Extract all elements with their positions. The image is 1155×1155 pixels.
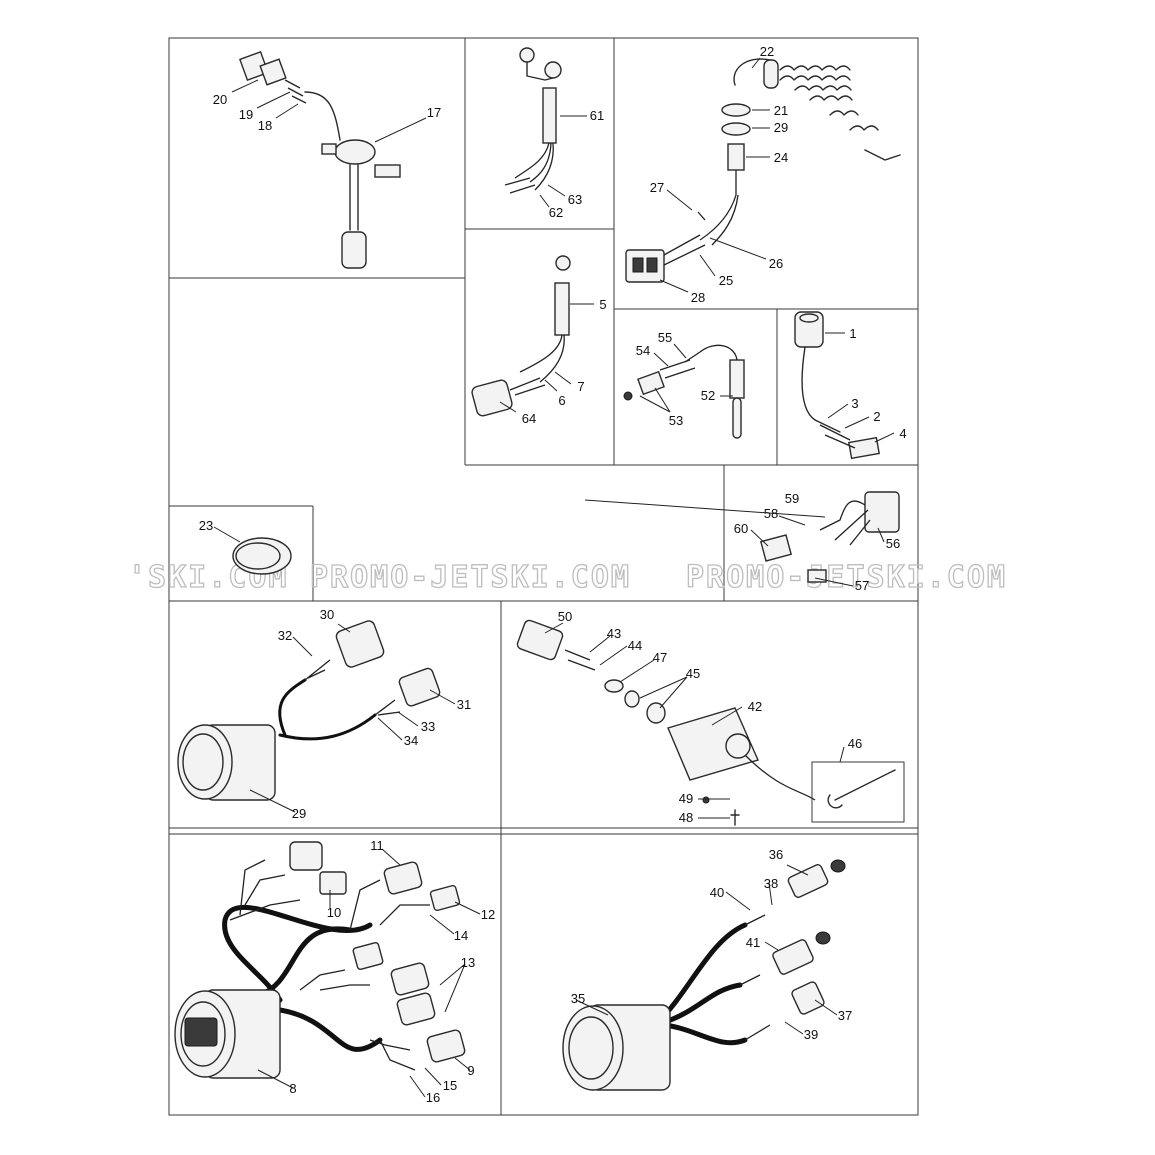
callout-45: 45 bbox=[686, 666, 700, 681]
callout-63: 63 bbox=[568, 192, 582, 207]
callout-21: 21 bbox=[774, 103, 788, 118]
gauge-29-illustration bbox=[177, 620, 441, 801]
callout-25: 25 bbox=[719, 273, 733, 288]
callout-12: 12 bbox=[481, 907, 495, 922]
callout-1: 1 bbox=[849, 326, 856, 341]
callout-3: 3 bbox=[851, 396, 858, 411]
callout-52: 52 bbox=[701, 388, 715, 403]
gauge-35-illustration bbox=[562, 859, 846, 1091]
callout-64: 64 bbox=[522, 411, 536, 426]
callout-4: 4 bbox=[899, 426, 906, 441]
callout-6: 6 bbox=[558, 393, 565, 408]
callout-48: 48 bbox=[679, 810, 693, 825]
callout-29-gauge: 29 bbox=[292, 806, 306, 821]
callout-57: 57 bbox=[855, 578, 869, 593]
callout-11: 11 bbox=[370, 838, 384, 853]
throttle-sensor-illustration bbox=[516, 619, 905, 826]
temperature-sensor-illustration bbox=[623, 344, 745, 439]
callout-31: 31 bbox=[457, 697, 471, 712]
callout-37: 37 bbox=[838, 1008, 852, 1023]
sensor-5-illustration bbox=[471, 255, 571, 417]
callout-30: 30 bbox=[320, 607, 334, 622]
fuel-level-sensor-illustration bbox=[239, 51, 401, 269]
callout-28: 28 bbox=[691, 290, 705, 305]
callout-60: 60 bbox=[734, 521, 748, 536]
callout-26: 26 bbox=[769, 256, 783, 271]
watermark: 'SKI.COM PROMO-JETSKI.COM PROMO-JETSKI.C… bbox=[127, 559, 1007, 595]
callout-7: 7 bbox=[577, 379, 584, 394]
callout-62: 62 bbox=[549, 205, 563, 220]
callout-24: 24 bbox=[774, 150, 788, 165]
callout-numbers: 20 19 18 17 61 63 62 22 21 29 24 27 26 2… bbox=[199, 44, 907, 1105]
callout-54: 54 bbox=[636, 343, 650, 358]
callout-59: 59 bbox=[785, 491, 799, 506]
callout-10: 10 bbox=[327, 905, 341, 920]
callout-53: 53 bbox=[669, 413, 683, 428]
callout-36: 36 bbox=[769, 847, 783, 862]
callout-17: 17 bbox=[427, 105, 441, 120]
callout-2: 2 bbox=[873, 409, 880, 424]
callout-23: 23 bbox=[199, 518, 213, 533]
gauge-8-illustration bbox=[174, 841, 466, 1079]
watermark-text-center: PROMO-JETSKI.COM bbox=[310, 560, 631, 595]
callout-13: 13 bbox=[461, 955, 475, 970]
callout-20: 20 bbox=[213, 92, 227, 107]
callout-33: 33 bbox=[421, 719, 435, 734]
ring-23-illustration bbox=[232, 537, 292, 575]
callout-9: 9 bbox=[467, 1063, 474, 1078]
callout-56: 56 bbox=[886, 536, 900, 551]
sensor-1-illustration bbox=[794, 311, 880, 460]
callout-8: 8 bbox=[289, 1081, 296, 1096]
callout-41: 41 bbox=[746, 935, 760, 950]
callout-47: 47 bbox=[653, 650, 667, 665]
callout-49: 49 bbox=[679, 791, 693, 806]
callout-46: 46 bbox=[848, 736, 862, 751]
panel-frames bbox=[168, 37, 919, 1116]
callout-14: 14 bbox=[454, 928, 468, 943]
callout-15: 15 bbox=[443, 1078, 457, 1093]
callout-22: 22 bbox=[760, 44, 774, 59]
callout-44: 44 bbox=[628, 638, 642, 653]
callout-32: 32 bbox=[278, 628, 292, 643]
callout-34: 34 bbox=[404, 733, 418, 748]
sensor-61-illustration bbox=[504, 47, 562, 194]
callout-27: 27 bbox=[650, 180, 664, 195]
callout-39: 39 bbox=[804, 1027, 818, 1042]
callout-19: 19 bbox=[239, 107, 253, 122]
callout-55: 55 bbox=[658, 330, 672, 345]
leader-lines bbox=[213, 57, 895, 1098]
callout-61: 61 bbox=[590, 108, 604, 123]
callout-58: 58 bbox=[764, 506, 778, 521]
callout-18: 18 bbox=[258, 118, 272, 133]
callout-50: 50 bbox=[558, 609, 572, 624]
callout-16: 16 bbox=[426, 1090, 440, 1105]
module-56-illustration bbox=[759, 491, 900, 583]
watermark-text-right: PROMO-JETSKI.COM bbox=[686, 560, 1007, 595]
callout-38: 38 bbox=[764, 876, 778, 891]
callout-40: 40 bbox=[710, 885, 724, 900]
callout-42: 42 bbox=[748, 699, 762, 714]
callout-35: 35 bbox=[571, 991, 585, 1006]
callout-29: 29 bbox=[774, 120, 788, 135]
callout-5: 5 bbox=[599, 297, 606, 312]
callout-43: 43 bbox=[607, 626, 621, 641]
lanyard-switch-illustration bbox=[625, 58, 901, 283]
